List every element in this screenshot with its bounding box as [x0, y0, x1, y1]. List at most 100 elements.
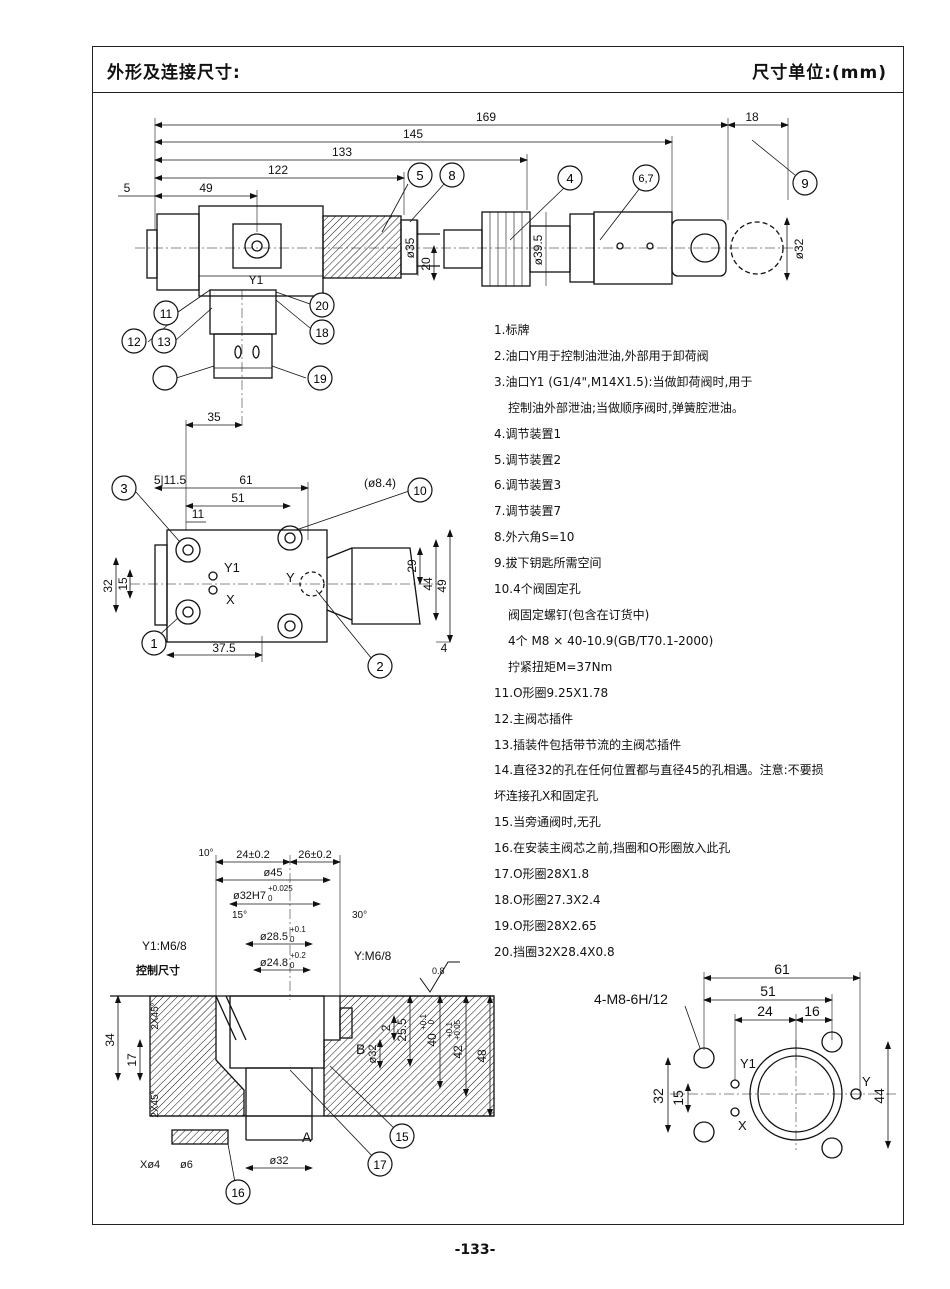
svg-text:10: 10: [413, 484, 427, 498]
svg-text:32: 32: [101, 579, 115, 593]
legend-item: 2.油口Y用于控制油泄油,外部用于卸荷阀: [494, 348, 709, 363]
svg-text:1: 1: [150, 636, 157, 651]
legend-item: 1.标牌: [494, 323, 530, 337]
balloon-18: 19: [307, 365, 333, 391]
page-number: -133-: [454, 1242, 496, 1258]
balloon-13: 13: [151, 328, 177, 354]
svg-text:X: X: [738, 1118, 747, 1133]
balloon-4: 4: [557, 165, 583, 191]
svg-text:ø6: ø6: [180, 1159, 193, 1171]
balloon-15: 16: [225, 1179, 251, 1205]
svg-text:19: 19: [313, 372, 327, 386]
svg-text:44: 44: [871, 1088, 887, 1104]
svg-text:Y: Y: [862, 1074, 871, 1089]
svg-text:0: 0: [427, 1019, 436, 1024]
svg-text:+0.1: +0.1: [445, 1022, 454, 1038]
svg-text:24: 24: [757, 1003, 773, 1019]
svg-text:15°: 15°: [232, 910, 247, 921]
legend-item: 11.O形圈9.25X1.78: [494, 685, 609, 700]
balloon-9: 9: [792, 170, 818, 196]
svg-text:0: 0: [268, 894, 273, 903]
svg-text:6,7: 6,7: [638, 173, 653, 185]
svg-text:133: 133: [332, 145, 352, 159]
svg-text:4-M8-6H/12: 4-M8-6H/12: [594, 991, 668, 1007]
header-bar: 外形及连接尺寸: 尺寸单位:(mm): [93, 47, 903, 93]
legend-item: 16.在安装主阀芯之前,挡圈和O形圈放入此孔: [494, 841, 731, 856]
svg-text:20: 20: [419, 257, 433, 271]
svg-text:Y1:M6/8: Y1:M6/8: [142, 939, 187, 953]
legend-item: 6.调节装置3: [494, 478, 562, 493]
svg-text:20: 20: [315, 299, 329, 313]
balloon-16: 17: [367, 1151, 393, 1177]
svg-text:(ø8.4): (ø8.4): [364, 476, 396, 490]
dimension-labels: 169 145 133 122 49 5 18 Y1 ø39.5 ø35 20 …: [101, 110, 887, 1171]
legend-item: 7.调节装置7: [494, 504, 562, 519]
legend-item: 12.主阀芯插件: [494, 711, 574, 726]
legend-item: 9.拔下钥匙所需空间: [494, 556, 602, 571]
cavity-section-view: [110, 855, 495, 1171]
svg-text:29: 29: [405, 559, 419, 573]
legend-item: 拧紧扭矩M=37Nm: [508, 659, 613, 674]
svg-text:+0.1: +0.1: [419, 1014, 428, 1030]
parts-legend: 1.标牌 2.油口Y用于控制油泄油,外部用于卸荷阀 3.油口Y1 (G1/4",M1…: [494, 318, 894, 966]
svg-text:169: 169: [476, 110, 496, 124]
svg-text:51: 51: [231, 491, 245, 505]
svg-text:11: 11: [192, 507, 205, 521]
svg-text:ø32: ø32: [792, 238, 806, 259]
balloon-17: 18: [309, 319, 335, 345]
legend-item: 8.外六角S=10: [494, 530, 575, 545]
svg-text:Y:M6/8: Y:M6/8: [354, 949, 392, 963]
legend-item: 13.插装件包括带节流的主阀芯插件: [494, 737, 682, 752]
balloon-10: 10: [407, 477, 433, 503]
svg-text:Xø4: Xø4: [140, 1159, 160, 1171]
legend-item: 4.调节装置1: [494, 426, 562, 441]
svg-text:+0.025: +0.025: [268, 884, 293, 893]
svg-text:61: 61: [774, 961, 790, 977]
svg-text:Y1: Y1: [249, 273, 264, 287]
balloon-19: 20: [309, 292, 335, 318]
svg-text:17: 17: [373, 1158, 387, 1172]
svg-text:35: 35: [207, 410, 221, 424]
svg-text:ø45: ø45: [264, 867, 283, 879]
legend-item: 3.油口Y1 (G1/4",M14X1.5):当做卸荷阀时,用于: [494, 374, 753, 389]
svg-text:ø32: ø32: [367, 1045, 379, 1064]
svg-text:2: 2: [376, 659, 383, 674]
svg-text:40: 40: [425, 1033, 439, 1047]
svg-text:15: 15: [116, 577, 130, 591]
svg-text:5: 5: [416, 168, 423, 183]
svg-text:+0.05: +0.05: [453, 1019, 462, 1040]
svg-text:18: 18: [315, 326, 329, 340]
balloon-8: 8: [439, 162, 465, 188]
svg-text:+0.1: +0.1: [290, 925, 306, 934]
svg-text:26±0.2: 26±0.2: [298, 849, 332, 861]
svg-text:ø24.8: ø24.8: [260, 957, 288, 969]
svg-text:42: 42: [451, 1045, 465, 1059]
balloon-20: [152, 365, 178, 391]
legend-item: 坏连接孔X和固定孔: [494, 789, 599, 804]
svg-text:X: X: [226, 592, 235, 607]
svg-text:0: 0: [290, 935, 295, 944]
svg-text:32: 32: [650, 1088, 666, 1104]
svg-text:4: 4: [441, 641, 448, 655]
svg-text:5|11.5: 5|11.5: [154, 473, 187, 487]
svg-text:2: 2: [379, 1024, 393, 1031]
balloon-6-7: 6,7: [632, 164, 660, 192]
svg-text:ø39.5: ø39.5: [531, 234, 545, 265]
svg-text:24±0.2: 24±0.2: [236, 849, 270, 861]
svg-text:34: 34: [103, 1033, 117, 1047]
svg-text:3: 3: [120, 481, 127, 496]
svg-text:Y1: Y1: [224, 560, 240, 575]
middle-plan-view: [113, 420, 453, 662]
drawing-frame: 外形及连接尺寸: 尺寸单位:(mm): [92, 46, 904, 1225]
balloon-3: 3: [111, 475, 137, 501]
svg-text:122: 122: [268, 163, 288, 177]
svg-text:4: 4: [566, 171, 573, 186]
svg-text:15: 15: [395, 1130, 409, 1144]
legend-item: 15.当旁通阀时,无孔: [494, 815, 601, 830]
page-title: 外形及连接尺寸:: [107, 63, 241, 83]
svg-text:Y1: Y1: [740, 1056, 756, 1071]
balloon-2: 2: [367, 653, 393, 679]
unit-label: 尺寸单位:(mm): [752, 63, 887, 83]
svg-text:控制尺寸: 控制尺寸: [136, 963, 180, 977]
